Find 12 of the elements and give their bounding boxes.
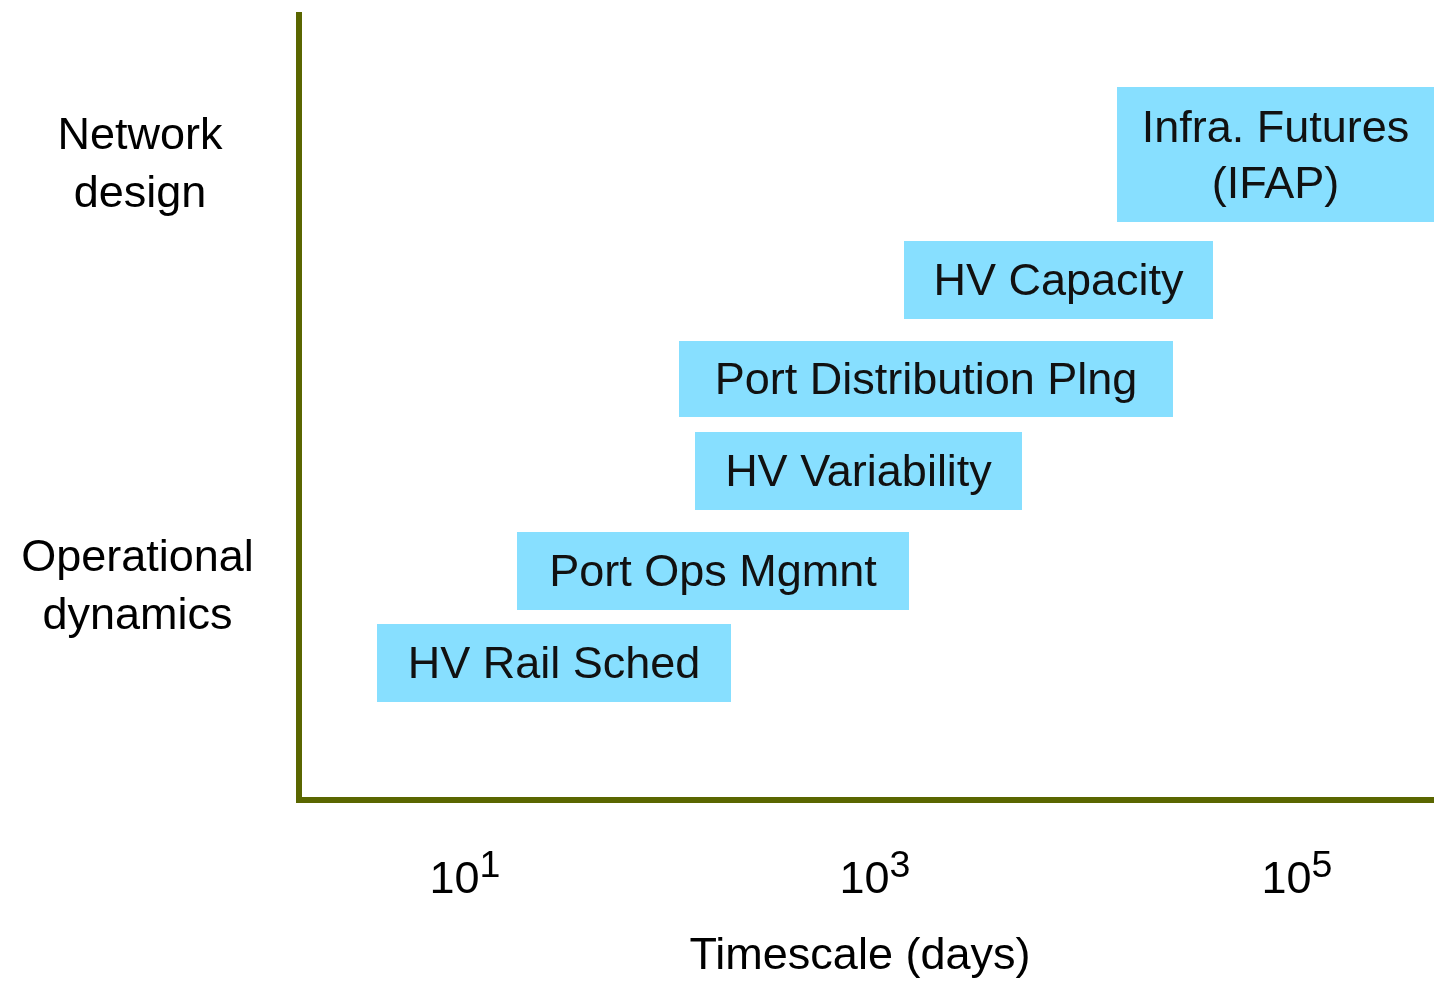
- timescale-bar: Infra. Futures (IFAP): [1117, 87, 1434, 222]
- timescale-bar: HV Capacity: [904, 241, 1213, 319]
- tick-label: 10$^{3}$: [838, 842, 912, 905]
- axis-label: Network design: [56, 107, 224, 219]
- timescale-bar: HV Rail Sched: [377, 624, 731, 702]
- tick-label: 10$^{5}$: [1260, 842, 1334, 905]
- timescale-bar: Port Ops Mgmnt: [517, 532, 909, 610]
- timescale-bar: Port Distribution Plng: [679, 341, 1173, 417]
- timescale-bar: HV Variability: [695, 432, 1022, 510]
- axis-title: Timescale (days): [688, 927, 1032, 981]
- tick-label: 10$^{1}$: [428, 842, 502, 905]
- axis-label: Operational dynamics: [20, 529, 255, 641]
